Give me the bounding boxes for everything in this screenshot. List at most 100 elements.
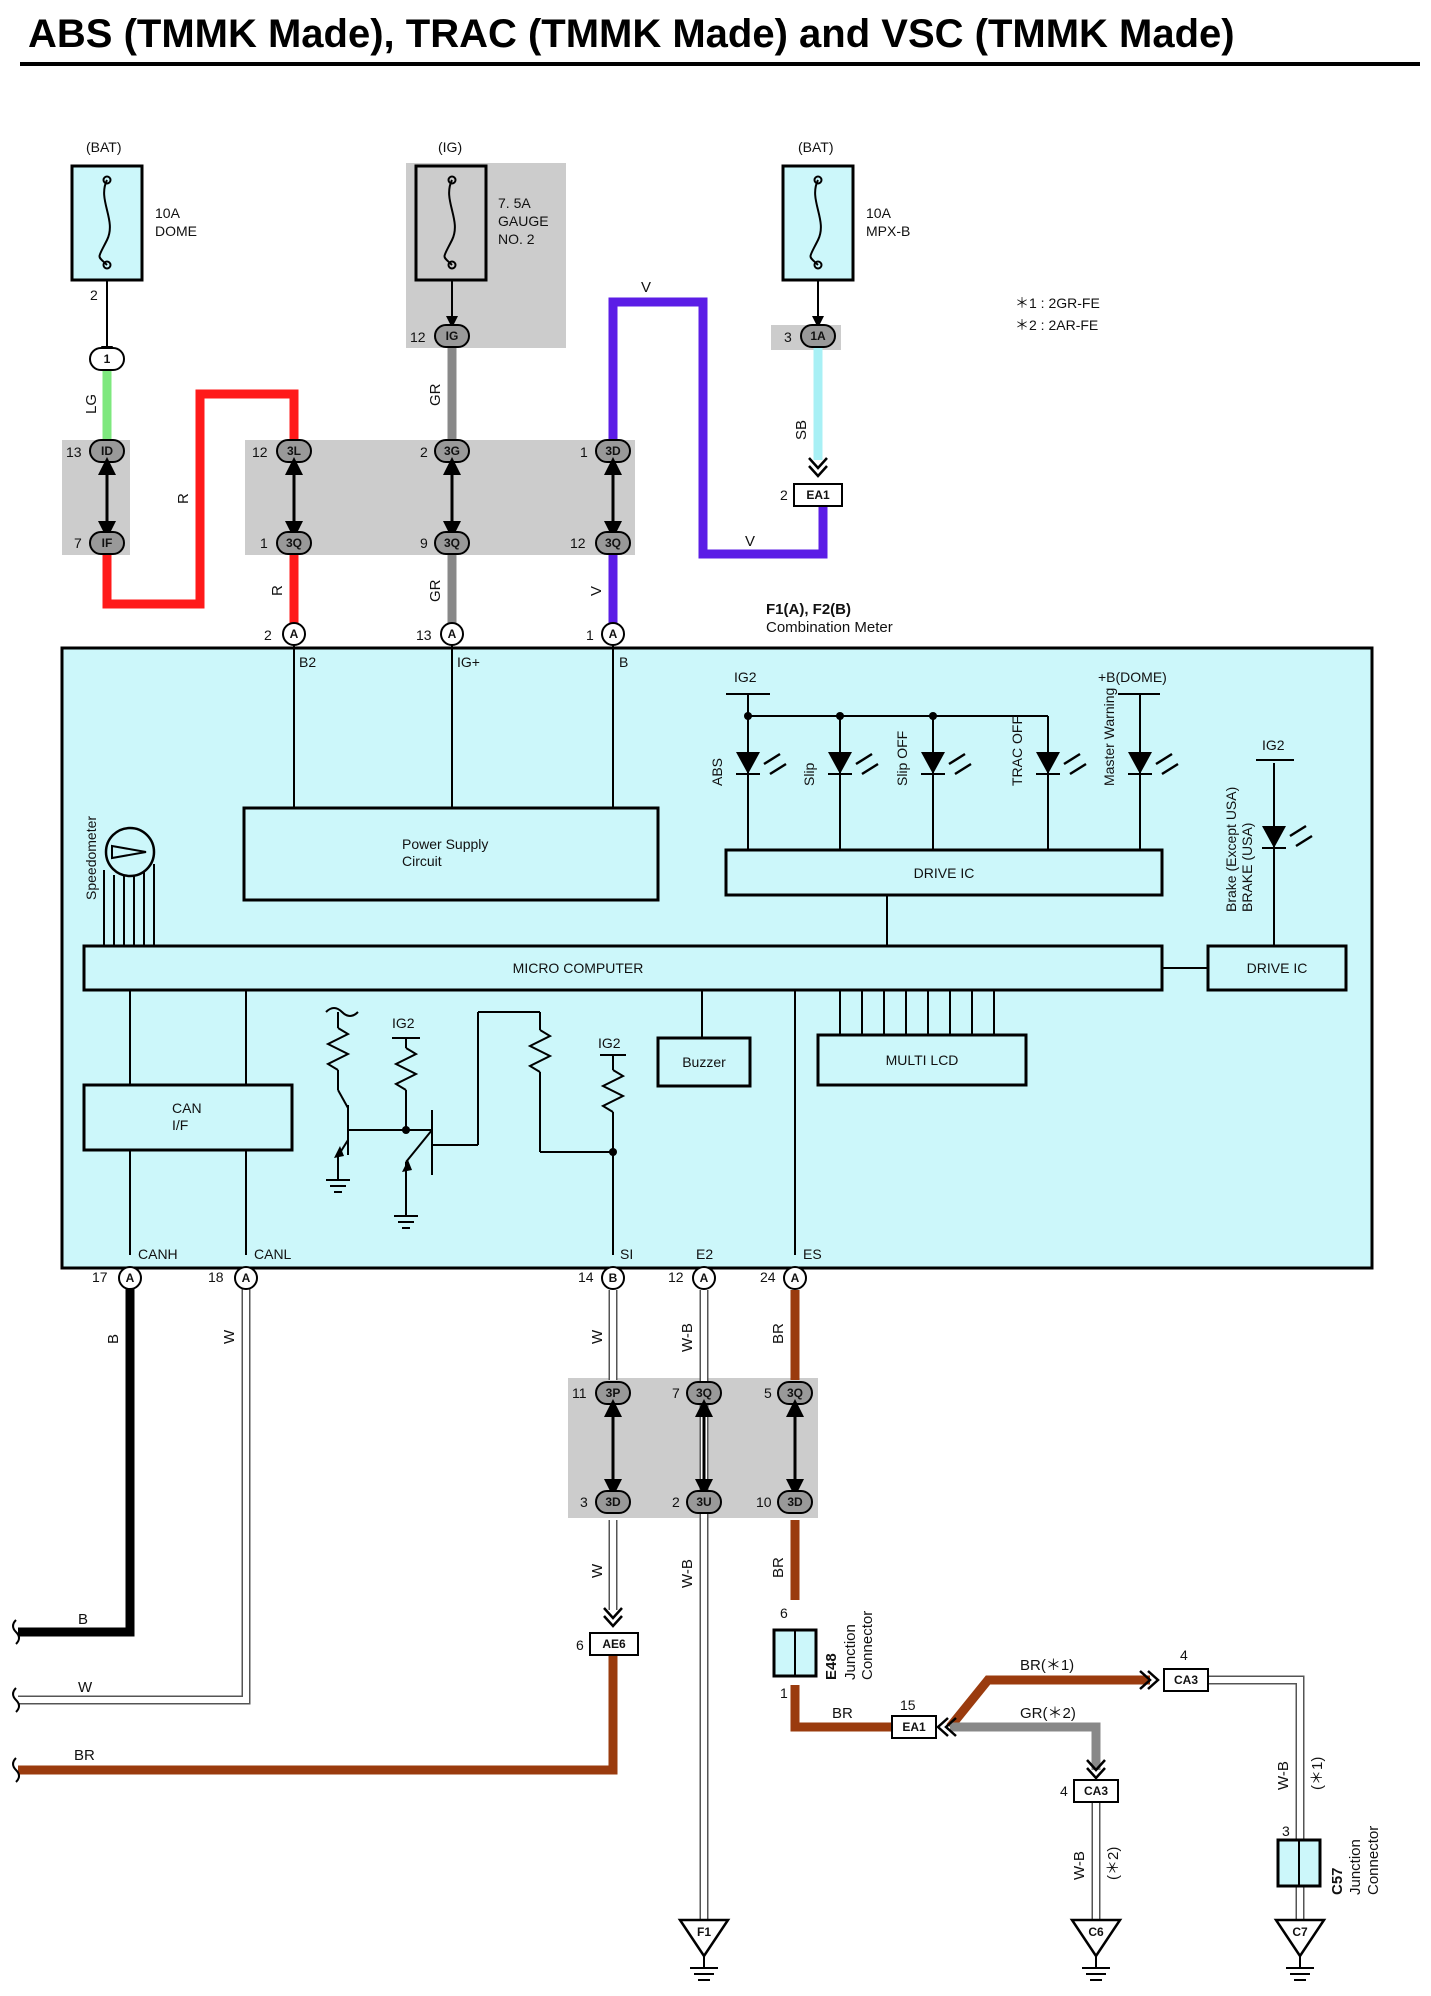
svg-text:(＊1): (＊1) [1309,1757,1326,1790]
fuse-mpx-source: (BAT) [798,139,834,155]
svg-text:12: 12 [570,535,586,551]
junction-3g-3q: 2 3G 9 3Q [420,439,470,555]
svg-text:W-B: W-B [1071,1851,1088,1880]
power-supply-label-2: Circuit [402,853,442,869]
combination-meter: F1(A), F2(B) Combination Meter 2 A B2 13… [60,601,1374,1290]
svg-text:EA1: EA1 [902,1720,926,1734]
drive-ic-box-2 [1206,944,1348,992]
svg-text:2: 2 [420,444,428,460]
connector-ea1-bottom: 15 EA1 [891,1697,957,1739]
fuse-mpx-rating: 10A [866,205,892,221]
led-label: TRAC OFF [1009,716,1025,786]
svg-text:IG+: IG+ [457,654,480,670]
svg-text:W-B: W-B [679,1559,696,1588]
transistor-circuit [325,1007,626,1229]
junction-id-if: 13 ID 7 IF [66,439,125,555]
dome-led-label: +B(DOME) [1098,669,1167,685]
svg-text:Junction: Junction [842,1624,859,1680]
svg-text:BR(＊1): BR(＊1) [1020,1657,1074,1674]
fuse-mpx: (BAT) 10A MPX-B 3 [781,139,910,345]
svg-text:C57: C57 [1329,1867,1346,1895]
svg-text:BRAKE (USA): BRAKE (USA) [1239,823,1255,912]
lower-wire-labels: B W B W BR W W W-B W-B BR BR BR BR(＊1) G… [74,1323,1326,1880]
svg-text:ES: ES [803,1246,822,1262]
title-underline [20,62,1420,66]
connector-ae6: 6 AE6 [576,1607,639,1656]
svg-text:BR: BR [770,1557,787,1578]
fuse-gauge-name2: NO. 2 [498,231,535,247]
svg-text:C7: C7 [1292,1925,1308,1939]
svg-text:1: 1 [260,535,268,551]
svg-text:E48: E48 [823,1653,840,1680]
svg-text:3U: 3U [696,1495,711,1509]
junction-connector-e48: 6 1 E48 Junction Connector [772,1605,876,1701]
svg-text:SI: SI [620,1246,633,1262]
fuse-gauge-pin: 12 [410,329,426,345]
svg-text:3: 3 [1282,1823,1290,1839]
power-supply-label-1: Power Supply [402,836,488,852]
wire-wb-star1-in [1208,1677,1303,1840]
svg-text:ID: ID [101,444,113,458]
svg-text:18: 18 [208,1269,224,1285]
svg-text:7: 7 [74,535,82,551]
svg-text:3Q: 3Q [787,1386,803,1400]
svg-text:V: V [588,586,605,596]
svg-text:CANH: CANH [138,1246,178,1262]
led-abs: ABS [709,716,787,850]
svg-text:A: A [700,1271,709,1285]
svg-text:Connector: Connector [859,1611,876,1680]
junction-connector-c57: 3 C57 Junction Connector [1276,1823,1382,1895]
svg-text:B: B [78,1611,88,1628]
wire-br-left [18,1640,618,1775]
fuse-dome-rating: 10A [155,205,181,221]
multi-lcd-box [816,1033,1028,1087]
svg-text:A: A [609,627,618,641]
led-label: Slip OFF [894,731,910,786]
svg-text:5: 5 [764,1385,772,1401]
meter-top-pins: 2 A B2 13 A IG+ 1 A B [264,622,628,670]
can-label-2: I/F [172,1117,188,1133]
svg-text:R: R [269,585,286,596]
svg-text:12: 12 [668,1269,684,1285]
meter-id: F1(A), F2(B) [766,601,851,618]
drive-ic-label: DRIVE IC [914,865,975,881]
svg-text:GR: GR [427,579,444,602]
fuse-dome-pin: 2 [90,287,98,303]
wire-v [608,297,828,559]
drive-ic-box [724,848,1164,897]
svg-text:10: 10 [756,1494,772,1510]
svg-text:V: V [641,279,651,296]
wire-wb-star1 [1208,1675,1305,1840]
svg-text:13: 13 [66,444,82,460]
connector-ca3-bottom: 4 CA3 [1060,1759,1119,1803]
connector-ca3-top: 4 CA3 [1139,1647,1209,1692]
junction-3d-3q: 1 3D 12 3Q [570,439,631,555]
svg-text:3Q: 3Q [696,1386,712,1400]
svg-text:3Q: 3Q [605,536,621,550]
svg-text:B: B [609,1271,618,1285]
svg-text:B: B [105,1334,122,1344]
svg-text:A: A [791,1271,800,1285]
upper-wire-labels: LG R R GR GR V V V SB [83,279,810,602]
led-label: Slip [801,762,817,786]
connector-ea1-top: 2 EA1 [780,457,843,507]
svg-text:13: 13 [416,627,432,643]
svg-text:2: 2 [672,1494,680,1510]
svg-text:15: 15 [900,1697,916,1713]
svg-text:24: 24 [760,1269,776,1285]
svg-text:4: 4 [1060,1783,1068,1799]
buzzer-label: Buzzer [682,1054,726,1070]
ig2-transistor-label: IG2 [392,1015,415,1031]
upper-junction: 13 ID 7 IF 12 3L 1 3Q 2 3G 9 3Q 1 [66,439,631,555]
svg-text:A: A [448,627,457,641]
wire-w-inner [18,1270,249,1703]
multi-lcd-label: MULTI LCD [886,1052,959,1068]
buzzer-box [656,1036,752,1088]
fuse-gauge: (IG) 7. 5A GAUGE NO. 2 12 [410,139,549,345]
note-2: ＊2 : 2AR-FE [1015,317,1098,333]
svg-text:W: W [78,1679,93,1696]
meter-internal-lines [103,645,1275,1255]
svg-text:BR: BR [832,1705,853,1722]
svg-text:IF: IF [102,536,113,550]
